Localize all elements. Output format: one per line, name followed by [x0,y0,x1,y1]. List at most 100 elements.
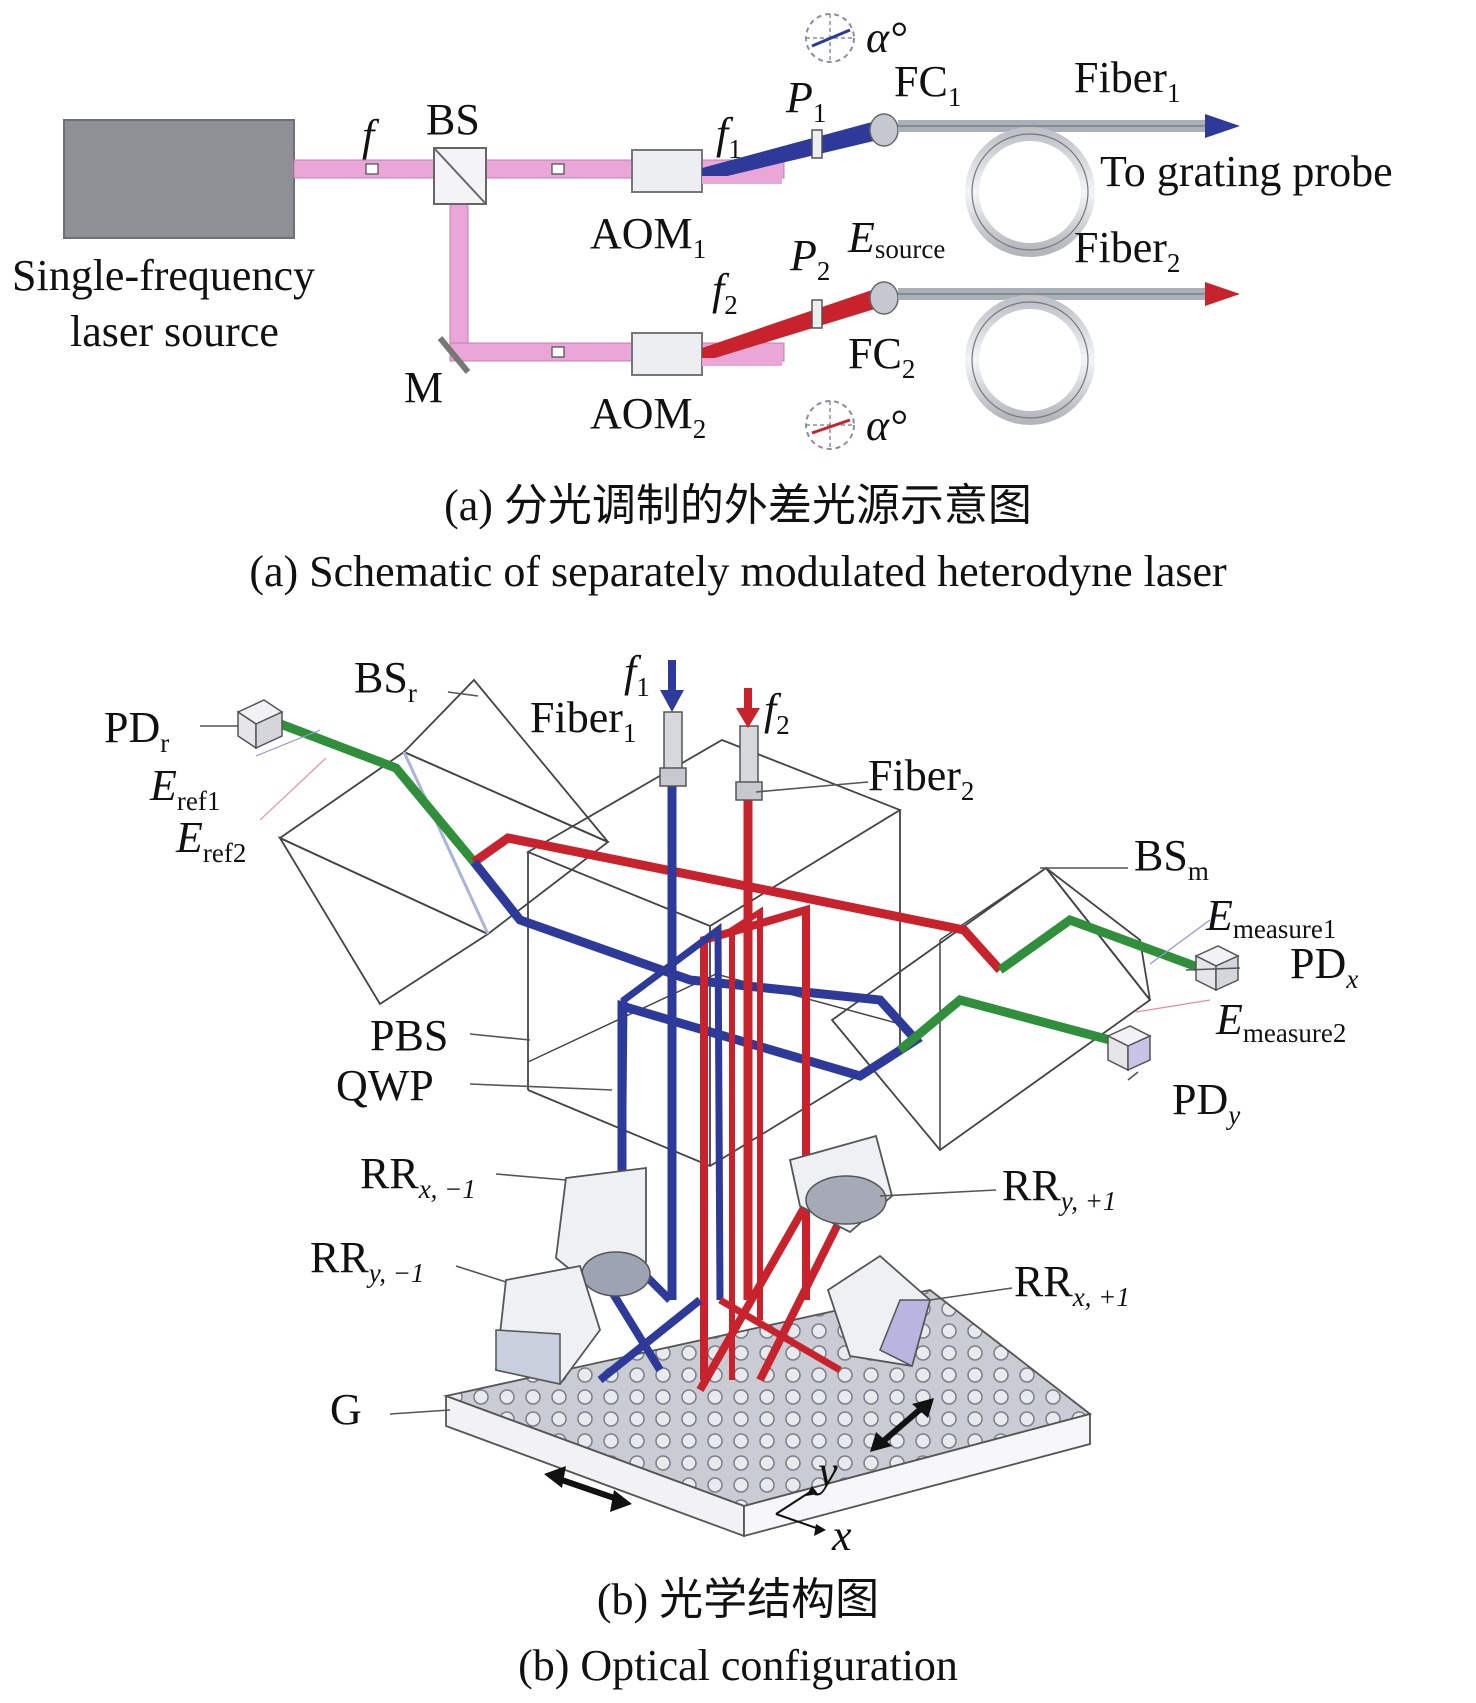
p1-label: P1 [785,73,826,128]
beam-f2 [702,290,878,362]
photodiode-pdr [236,699,284,750]
fiber2-connector [735,725,763,801]
beam-marker [551,346,565,358]
alpha-top-label: α° [866,13,907,62]
figure-a: Single-frequency laser source f BS M AOM… [12,13,1393,596]
leader-line [469,1083,613,1091]
qwp-label: QWP [336,1061,434,1110]
pol-line [1149,919,1211,965]
alpha-bottom-label: α° [866,401,907,450]
leader-line [447,691,479,697]
leader-line [929,1287,1013,1301]
bsr-label: BSr [354,653,417,708]
rr-x-m1-label: RRx, −1 [360,1149,476,1204]
axis-y-label: y [814,1447,838,1496]
beam-residual [702,176,782,184]
laser-label-line2: laser source [70,307,279,356]
rr-x-p1-label: RRx, +1 [1014,1257,1130,1312]
leader-line [455,1265,507,1283]
pdr-label: PDr [104,703,169,758]
retroreflector-rr-x-p1 [826,1254,932,1368]
beam-blue-diag [597,1296,703,1384]
laser-source-box [63,119,295,239]
emeasure2-label: Emeasure2 [1215,995,1346,1048]
leader-line [389,1409,451,1415]
aom1-label: AOM1 [590,209,706,264]
bsm-label: BSm [1134,831,1209,886]
retroreflector-rr-y-m1 [495,1264,601,1386]
emeasure1-label: Emeasure1 [1205,891,1336,944]
polarization-angle-icon [805,13,855,63]
fiber-coupler-fc2 [869,281,899,315]
leader-line [755,781,869,793]
mirror-label: M [404,363,443,412]
fiber2-coil-edge [971,301,1089,419]
eref1-label: Eref1 [149,761,220,816]
double-arrow-icon [870,1398,934,1452]
leader-line [879,1189,997,1197]
pol-line [1135,999,1211,1013]
aom2-box [631,332,703,376]
axis-indicator [775,1486,826,1536]
bs-ref-prism [277,678,610,1006]
double-arrow-icon [544,1466,632,1512]
polarization-angle-icon [805,400,855,450]
e-source-label: Esource [847,213,945,264]
fiber2-label: Fiber2 [1074,223,1180,278]
fiber-coupler-fc1 [869,113,899,147]
beam-green-ref [268,715,478,865]
beam-red-inner [700,904,810,1380]
beam-red-diag [718,1296,842,1374]
beam-green-meas2 [897,995,1112,1054]
bs-label: BS [426,95,480,144]
leader-line [495,1173,567,1181]
fiber1-arrow [1205,114,1240,138]
fiber1-b-label: Fiber1 [530,693,636,748]
rr-y-m1-label: RRy, −1 [310,1233,424,1288]
pbs-cube [525,739,903,1168]
rr-y-p1-label: RRy, +1 [1002,1161,1116,1216]
beam-blue-top [470,859,923,1210]
probe-label: To grating probe [1100,147,1393,196]
axis-x-label: x [831,1511,852,1560]
photodiode-pdy [1106,1025,1152,1072]
leader-line [469,1033,531,1041]
caption-b-cn: (b) 光学结构图 [597,1575,879,1624]
leader-line [1127,1071,1139,1081]
beam-f1 [702,122,878,182]
pdx-label: PDx [1290,939,1358,994]
f2-b-label: f2 [764,685,790,740]
beam-red-diag [756,1198,854,1382]
beam-splitter-bs [433,147,487,205]
f1-label: f1 [716,109,742,164]
aom1-box [631,149,703,193]
grating-plate [442,1289,1092,1538]
beam-marker [365,163,379,175]
leader-line [1185,967,1241,971]
figure-b: BSr PDr Eref1 Eref2 f1 f2 Fiber1 Fiber2 … [104,647,1358,1690]
fiber1-connector [659,711,687,787]
pdy-label: PDy [1172,1075,1240,1130]
fiber2-b-label: Fiber2 [868,751,974,806]
beam-red-inner2 [729,906,763,1380]
pbs-label: PBS [370,1011,448,1060]
retroreflector-rr-y-p1 [788,1134,894,1234]
beam-residual [702,358,782,366]
polarizer-p1 [811,129,823,159]
f1-arrow-head [660,690,684,712]
beam-green-meas1 [997,914,1202,974]
mirror-m [437,336,471,374]
fiber2-arrow [1205,282,1240,306]
pol-line [255,729,321,757]
beam-blue-inner [618,923,724,1301]
fiber1-label: Fiber1 [1074,53,1180,108]
fiber1-coil-edge [971,133,1089,251]
caption-a-cn: (a) 分光调制的外差光源示意图 [444,481,1032,530]
f2-label: f2 [712,265,738,320]
beam-marker [551,163,565,175]
beam-red-diag [696,1178,824,1392]
fc2-label: FC2 [848,329,915,384]
caption-a-en: (a) Schematic of separately modulated he… [249,547,1227,596]
laser-label-line1: Single-frequency [12,251,315,300]
